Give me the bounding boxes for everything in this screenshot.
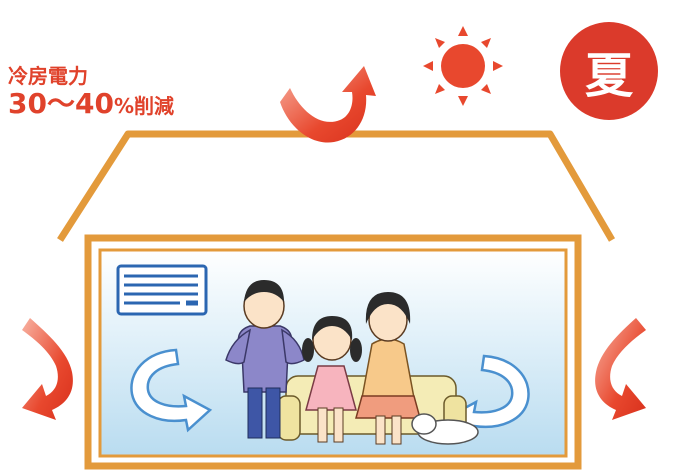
heat-arrow-icon [280,66,376,143]
caption-title: 冷房電力 [8,64,88,88]
caption-reduction-unit: %削減 [113,94,174,118]
aircon-icon [116,264,208,316]
girl-figure [302,316,362,443]
dog-figure [411,413,479,445]
heat-arrow-icon [22,318,73,420]
house-walls [84,234,582,470]
heat-arrow-icon [595,318,646,420]
sun-icon [423,26,503,106]
father-figure [225,280,305,439]
roof-outline [57,130,616,242]
caption-reduction: 30〜40%削減 [8,82,174,122]
caption-reduction-value: 30〜40 [8,87,114,120]
mother-figure [355,292,421,445]
airflow-arrow-icon [130,348,213,433]
season-badge: 夏 [560,22,658,120]
